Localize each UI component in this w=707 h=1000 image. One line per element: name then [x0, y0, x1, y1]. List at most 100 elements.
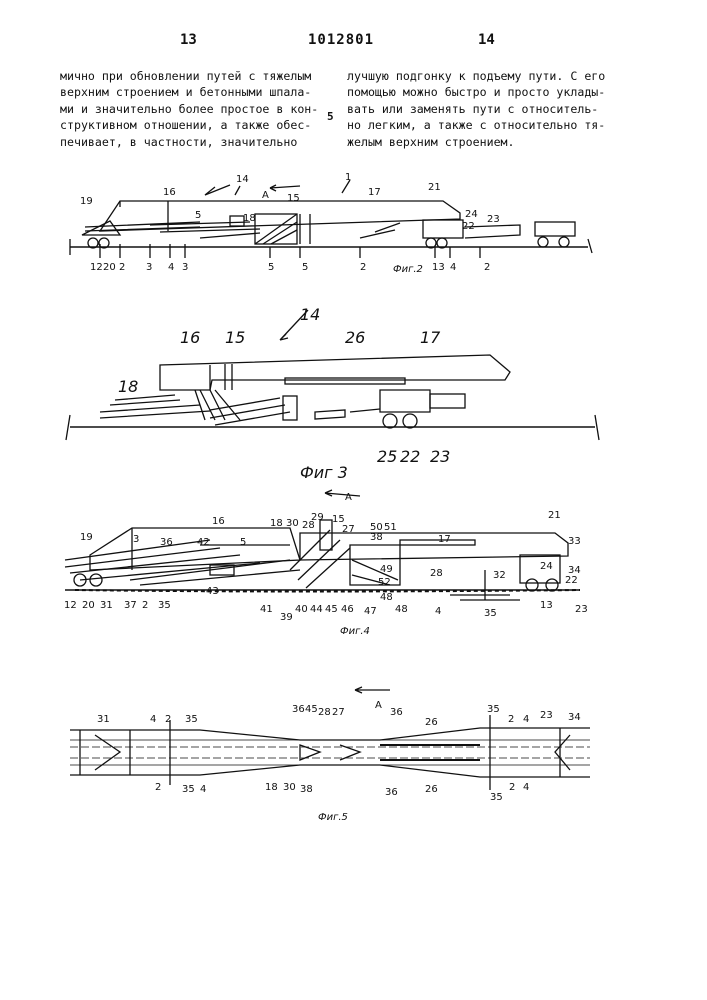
fig4-label: 23 — [575, 604, 588, 615]
fig4-label: 21 — [548, 510, 561, 521]
fig4-label: 12 — [64, 600, 77, 611]
fig2-label: 4 — [450, 262, 456, 273]
fig5-label: 28 — [318, 707, 331, 718]
fig4-label: 43 — [206, 586, 219, 597]
fig2-label: 5 — [268, 262, 274, 273]
fig4-label: 38 — [370, 532, 383, 543]
fig4-label: 2 — [142, 600, 148, 611]
bogie — [380, 390, 430, 412]
fig5-label: 31 — [97, 714, 110, 725]
fig5-label: 35 — [182, 784, 195, 795]
fig4-label: 48 — [380, 592, 393, 603]
gantry-frame — [160, 355, 510, 390]
fig5-arrow-label: A — [375, 700, 382, 711]
fig5-label: 2 — [155, 782, 161, 793]
figure-4: A 16 5 3 36 42 19 12 20 31 37 2 35 43 41… — [64, 490, 588, 637]
fig5-label: 2 — [509, 782, 515, 793]
fig4-label: 16 — [212, 516, 225, 527]
fig5-label: 35 — [487, 704, 500, 715]
fig3-label: 15 — [225, 328, 245, 347]
wheel — [383, 414, 397, 428]
fig5-label: 4 — [523, 782, 529, 793]
fig2-label: 22 — [462, 221, 475, 232]
fig5-label: 18 — [265, 782, 278, 793]
fig2-label: 12 — [90, 262, 103, 273]
fig2-label: 5 — [302, 262, 308, 273]
fig5-label: 4 — [150, 714, 156, 725]
fig4-label: 51 — [384, 522, 397, 533]
fig2-label: 5 — [195, 210, 201, 221]
fig4-label: 40 — [295, 604, 308, 615]
fig5-label: 23 — [540, 710, 553, 721]
fig2-label: 2 — [484, 262, 490, 273]
fig3-label: 22 — [400, 447, 420, 466]
fig4-label: 30 — [286, 518, 299, 529]
track-outline — [70, 728, 590, 740]
fig2-label: 17 — [368, 187, 381, 198]
fig3-label: 16 — [180, 328, 200, 347]
fig4-label: 32 — [493, 570, 506, 581]
wheel — [559, 237, 569, 247]
fig5-label: 36 — [385, 787, 398, 798]
fig4-label: 47 — [364, 606, 377, 617]
figure-3: 14 16 15 26 17 18 25 22 23 Фиг 3 — [66, 305, 599, 482]
fig4-label: 28 — [302, 520, 315, 531]
fig4-label: 41 — [260, 604, 273, 615]
fig4-arrow-label: A — [345, 492, 352, 503]
fig3-label: 25 — [377, 447, 397, 466]
fig2-label: 14 — [236, 174, 249, 185]
fig4-label: 37 — [124, 600, 137, 611]
fig4-label: 4 — [435, 606, 441, 617]
gantry-frame — [90, 528, 300, 570]
figure-5: A 31 4 2 35 2 35 4 36 45 28 27 36 26 35 … — [70, 687, 590, 823]
gantry-frame-rear — [300, 533, 568, 560]
fig2-label: 16 — [163, 187, 176, 198]
fig4-label: 28 — [430, 568, 443, 579]
fig4-label: 48 — [395, 604, 408, 615]
fig4-label: 18 — [270, 518, 283, 529]
fig3-label: 23 — [430, 447, 450, 466]
fig4-label: 39 — [280, 612, 293, 623]
fig5-label: 30 — [283, 782, 296, 793]
fig5-label: 27 — [332, 707, 345, 718]
fig4-label: 36 — [160, 537, 173, 548]
fig3-label: 17 — [420, 328, 441, 347]
fig4-label: 13 — [540, 600, 553, 611]
fig4-label: 35 — [484, 608, 497, 619]
fig5-label: 2 — [508, 714, 514, 725]
fig5-label: 26 — [425, 717, 438, 728]
fig2-caption: Фиг.2 — [393, 264, 423, 275]
fig4-label: 44 — [310, 604, 323, 615]
fig4-label: 31 — [100, 600, 113, 611]
fig2-label: A — [262, 190, 269, 201]
wheel — [90, 574, 102, 586]
fig2-label: 20 — [103, 262, 116, 273]
fig5-label: 45 — [305, 704, 318, 715]
fig2-label: 24 — [465, 209, 478, 220]
fig3-caption: Фиг 3 — [300, 463, 348, 482]
fig2-label: 21 — [428, 182, 441, 193]
fig4-label: 45 — [325, 604, 338, 615]
fig4-label: 27 — [342, 524, 355, 535]
wheel — [538, 237, 548, 247]
wheel — [403, 414, 417, 428]
fig2-label: 3 — [146, 262, 152, 273]
fig2-label: 4 — [168, 262, 174, 273]
fig5-label: 38 — [300, 784, 313, 795]
mast — [320, 520, 332, 550]
fig3-label: 26 — [345, 328, 365, 347]
fig2-label: 1 — [345, 172, 351, 183]
fig4-label: 20 — [82, 600, 95, 611]
fig5-label: 2 — [165, 714, 171, 725]
fig2-label: 2 — [119, 262, 125, 273]
fig5-label: 36 — [292, 704, 305, 715]
fig4-label: 19 — [80, 532, 93, 543]
fig4-label: 35 — [158, 600, 171, 611]
wheel — [546, 579, 558, 591]
fig5-label: 35 — [490, 792, 503, 803]
fig4-label: 49 — [380, 564, 393, 575]
fig2-label: 3 — [182, 262, 188, 273]
fig4-label: 22 — [565, 575, 578, 586]
fig4-label: 5 — [240, 537, 246, 548]
